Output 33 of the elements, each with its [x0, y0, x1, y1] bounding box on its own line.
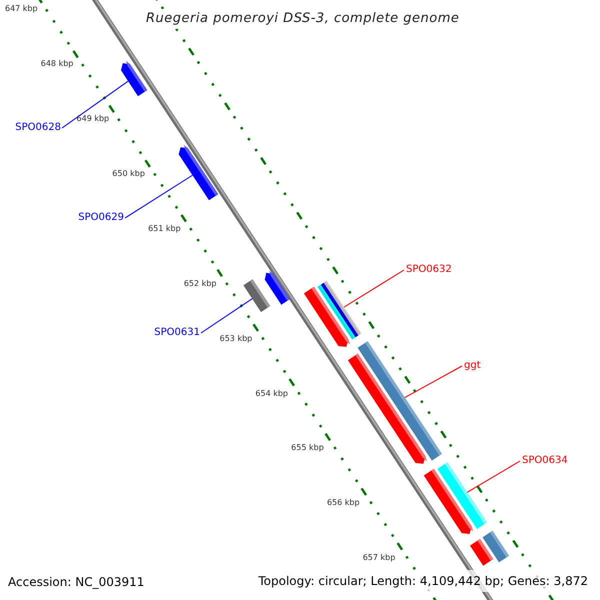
- gene-label: SPO0632: [406, 265, 452, 275]
- map-title: Ruegeria pomeroyi DSS-3, complete genome: [146, 9, 460, 28]
- accession-text: Accession: NC_003911: [8, 574, 144, 591]
- leader-line: [404, 366, 462, 398]
- tick-label: 652 kbp: [184, 280, 216, 288]
- gene-feature-bar: [358, 341, 442, 461]
- gene-label: SPO0629: [78, 213, 124, 223]
- leader-line: [200, 298, 253, 334]
- tick-label: 648 kbp: [40, 60, 74, 68]
- gene-feature-bar: [264, 270, 290, 305]
- gene-label: SPO0628: [15, 123, 61, 133]
- tick-label: 651 kbp: [148, 224, 181, 233]
- gene-label: SPO0634: [522, 456, 568, 466]
- gene-feature-bar: [178, 145, 218, 200]
- tick-label: 657 kbp: [362, 554, 396, 562]
- tick-label: 654 kbp: [255, 390, 288, 398]
- gene-feature-bar: [437, 462, 487, 529]
- tick-label: 653 kbp: [220, 334, 252, 343]
- tick-label: 650 kbp: [112, 170, 145, 178]
- tick-label: 647 kbp: [4, 5, 38, 14]
- leader-line: [62, 80, 129, 128]
- tick-label: 656 kbp: [326, 499, 360, 508]
- leader-line: [344, 270, 404, 308]
- leader-line: [466, 460, 520, 493]
- gene-label: SPO0631: [154, 328, 200, 338]
- gene-feature-bar: [121, 60, 148, 96]
- gene-feature-bar: [318, 280, 362, 340]
- tick-label: 649 kbp: [76, 115, 110, 124]
- tick-label: 655 kbp: [291, 444, 324, 452]
- gene-feature-bar: [482, 530, 509, 562]
- gene-label: ggt: [464, 361, 481, 371]
- leader-line: [124, 174, 193, 218]
- gene-feature-bar: [243, 279, 270, 312]
